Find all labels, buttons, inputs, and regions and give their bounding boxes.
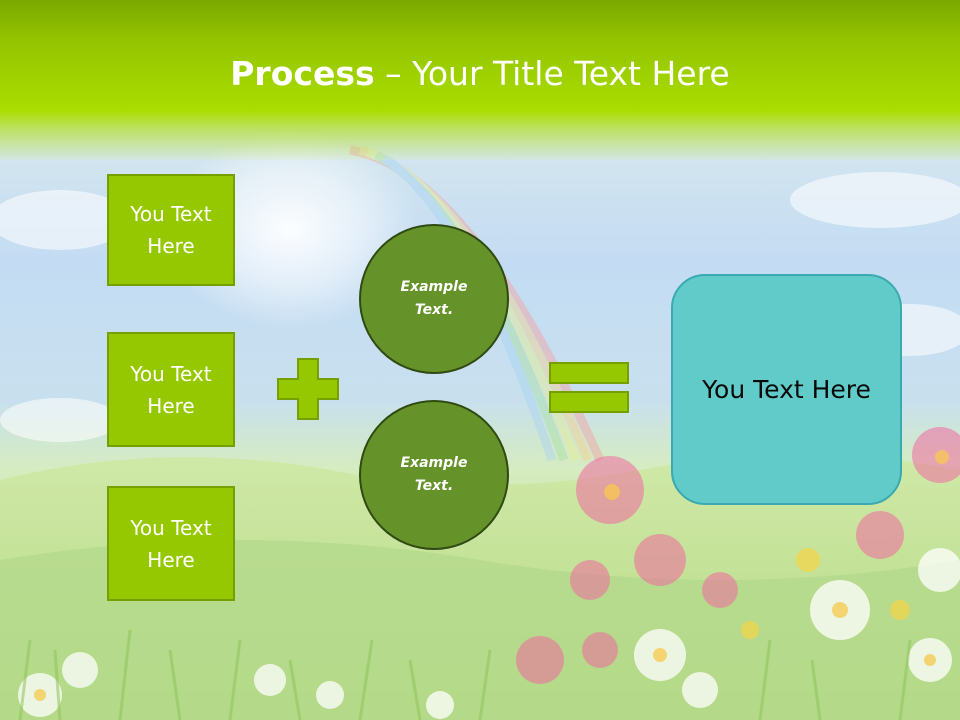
input-box-3[interactable]: You Text Here	[107, 486, 235, 601]
example-circle-label: Example Text.	[400, 455, 468, 494]
example-circle-label: Example Text.	[400, 279, 468, 318]
slide-title: Process – Your Title Text Here	[0, 52, 960, 96]
result-label: You Text Here	[702, 375, 871, 404]
example-circle-1[interactable]: Example Text.	[359, 224, 509, 374]
title-rest: – Your Title Text Here	[374, 54, 730, 93]
title-bold: Process	[230, 54, 375, 93]
input-box-1[interactable]: You Text Here	[107, 174, 235, 286]
example-circle-2[interactable]: Example Text.	[359, 400, 509, 550]
plus-icon	[277, 358, 339, 420]
header-band	[0, 0, 960, 160]
input-box-label: You Text Here	[130, 202, 212, 258]
input-box-label: You Text Here	[130, 361, 212, 418]
equals-icon	[549, 362, 629, 413]
result-box[interactable]: You Text Here	[671, 274, 902, 505]
input-box-label: You Text Here	[130, 515, 212, 572]
input-box-2[interactable]: You Text Here	[107, 332, 235, 447]
